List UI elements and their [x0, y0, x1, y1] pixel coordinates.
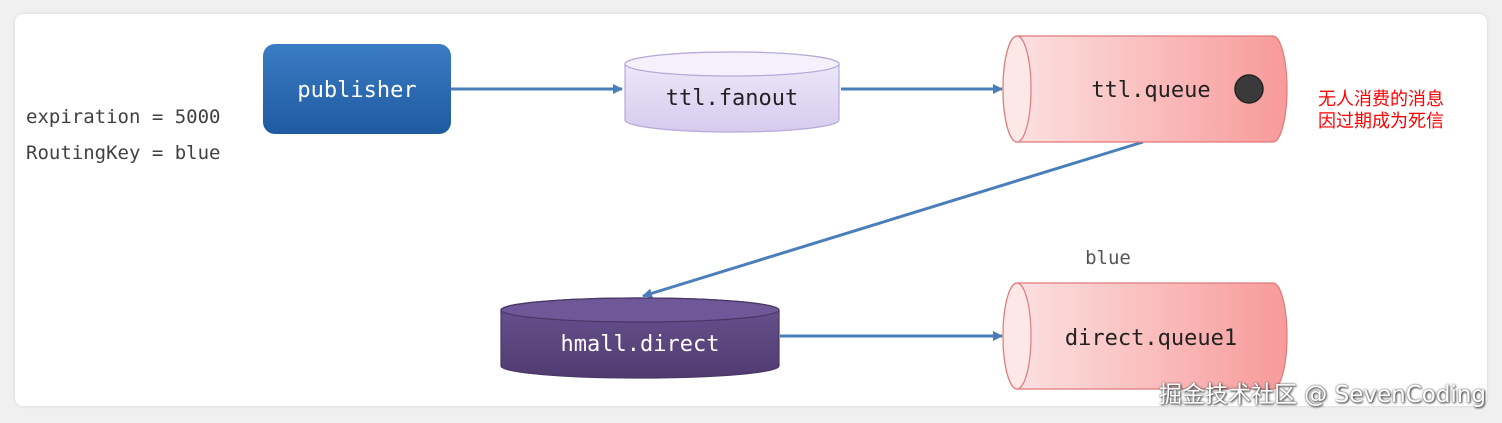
watermark: 掘金技术社区 @ SevenCoding [1158, 382, 1486, 408]
binding-key-label: blue [1085, 247, 1131, 269]
ttl-fanout-exchange: ttl.fanout [624, 51, 840, 133]
hmall-direct-exchange: hmall.direct [500, 297, 780, 379]
ttl-queue-label: ttl.queue [1091, 78, 1210, 103]
message-flow-diagram: publisher ttl.fanout ttl.queue hmall.dir… [263, 35, 1288, 390]
publisher-label: publisher [297, 78, 416, 103]
direct-queue1-node: direct.queue1 [1002, 282, 1288, 390]
ttl-queue-node: ttl.queue [1002, 35, 1288, 143]
hmall-direct-label: hmall.direct [561, 332, 720, 357]
diagram-canvas: publisher ttl.fanout ttl.queue hmall.dir… [15, 14, 1487, 406]
dead-letter-line2: 因过期成为死信 [1318, 111, 1444, 132]
direct-queue1-label: direct.queue1 [1065, 326, 1237, 351]
dead-letter-annotation: 无人消费的消息 因过期成为死信 [1318, 89, 1444, 133]
publisher-node: publisher [263, 44, 451, 134]
expiration-label: expiration = 5000 [26, 106, 221, 128]
arrow-ttl-queue-to-direct-exchange [642, 140, 1144, 299]
expired-message-dot [1234, 74, 1264, 104]
ttl-fanout-label: ttl.fanout [666, 86, 798, 111]
dead-letter-line1: 无人消费的消息 [1318, 89, 1444, 110]
routing-key-label: RoutingKey = blue [26, 142, 221, 164]
